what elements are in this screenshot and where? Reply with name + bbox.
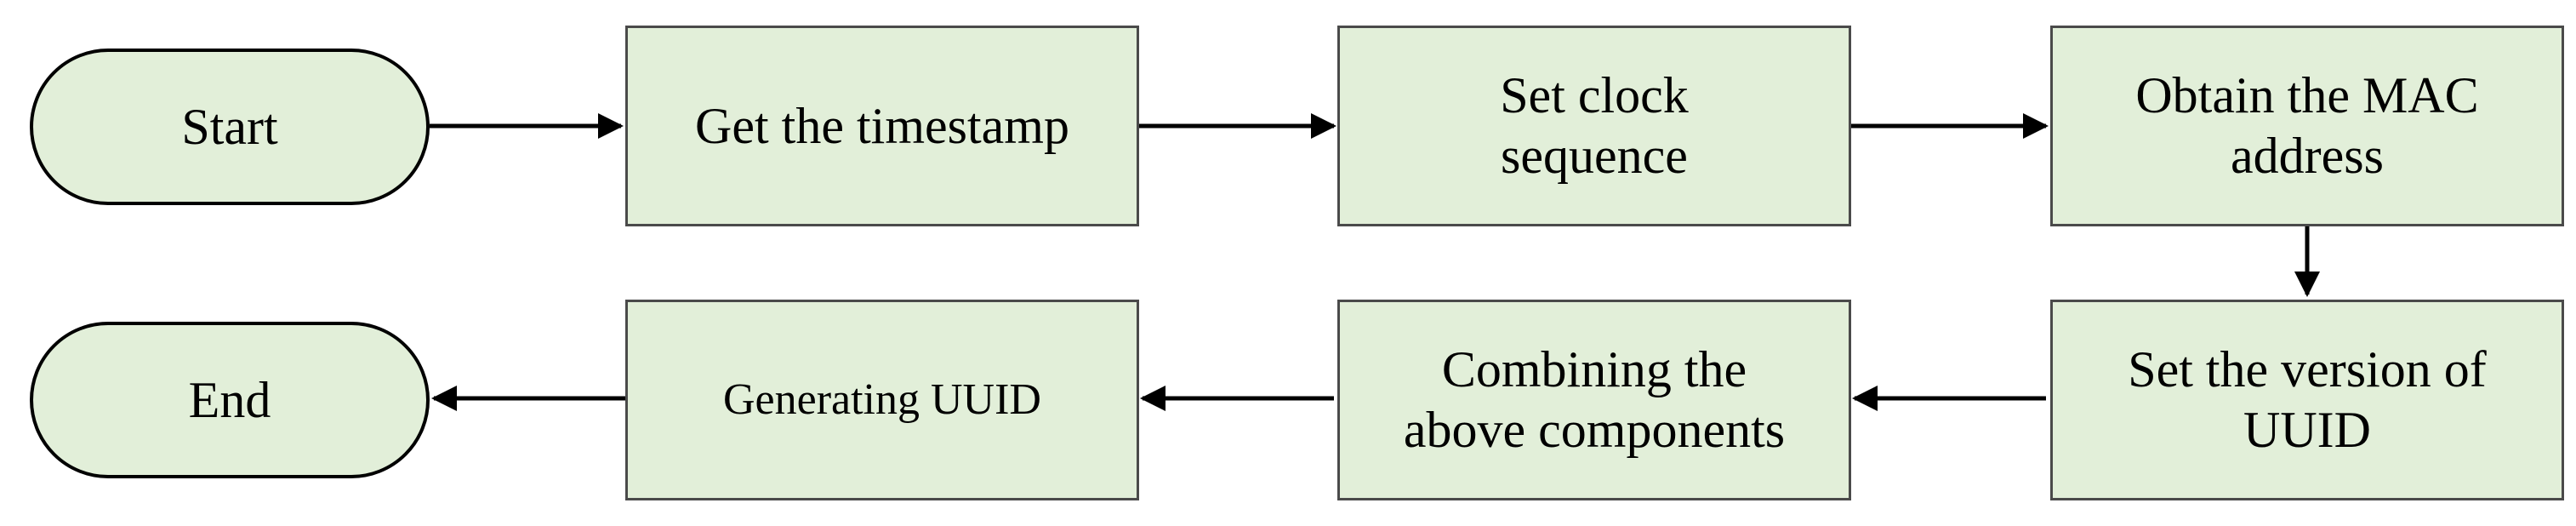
get-timestamp-box: Get the timestamp xyxy=(625,26,1139,226)
end-node: End xyxy=(30,322,430,478)
end-label: End xyxy=(188,371,271,428)
start-node: Start xyxy=(30,49,430,205)
set-uuid-version-label: Set the version of UUID xyxy=(2128,341,2487,458)
get-timestamp-label: Get the timestamp xyxy=(695,97,1069,154)
combining-components-box: Combining the above components xyxy=(1337,300,1851,500)
obtain-mac-address-box: Obtain the MAC address xyxy=(2050,26,2564,226)
set-clock-sequence-box: Set clock sequence xyxy=(1337,26,1851,226)
set-uuid-version-box: Set the version of UUID xyxy=(2050,300,2564,500)
set-clock-sequence-label: Set clock sequence xyxy=(1500,67,1689,184)
combining-components-label: Combining the above components xyxy=(1403,341,1786,458)
obtain-mac-address-label: Obtain the MAC address xyxy=(2135,67,2479,184)
generating-uuid-box: Generating UUID xyxy=(625,300,1139,500)
generating-uuid-label: Generating UUID xyxy=(723,375,1041,425)
start-label: Start xyxy=(181,98,278,155)
